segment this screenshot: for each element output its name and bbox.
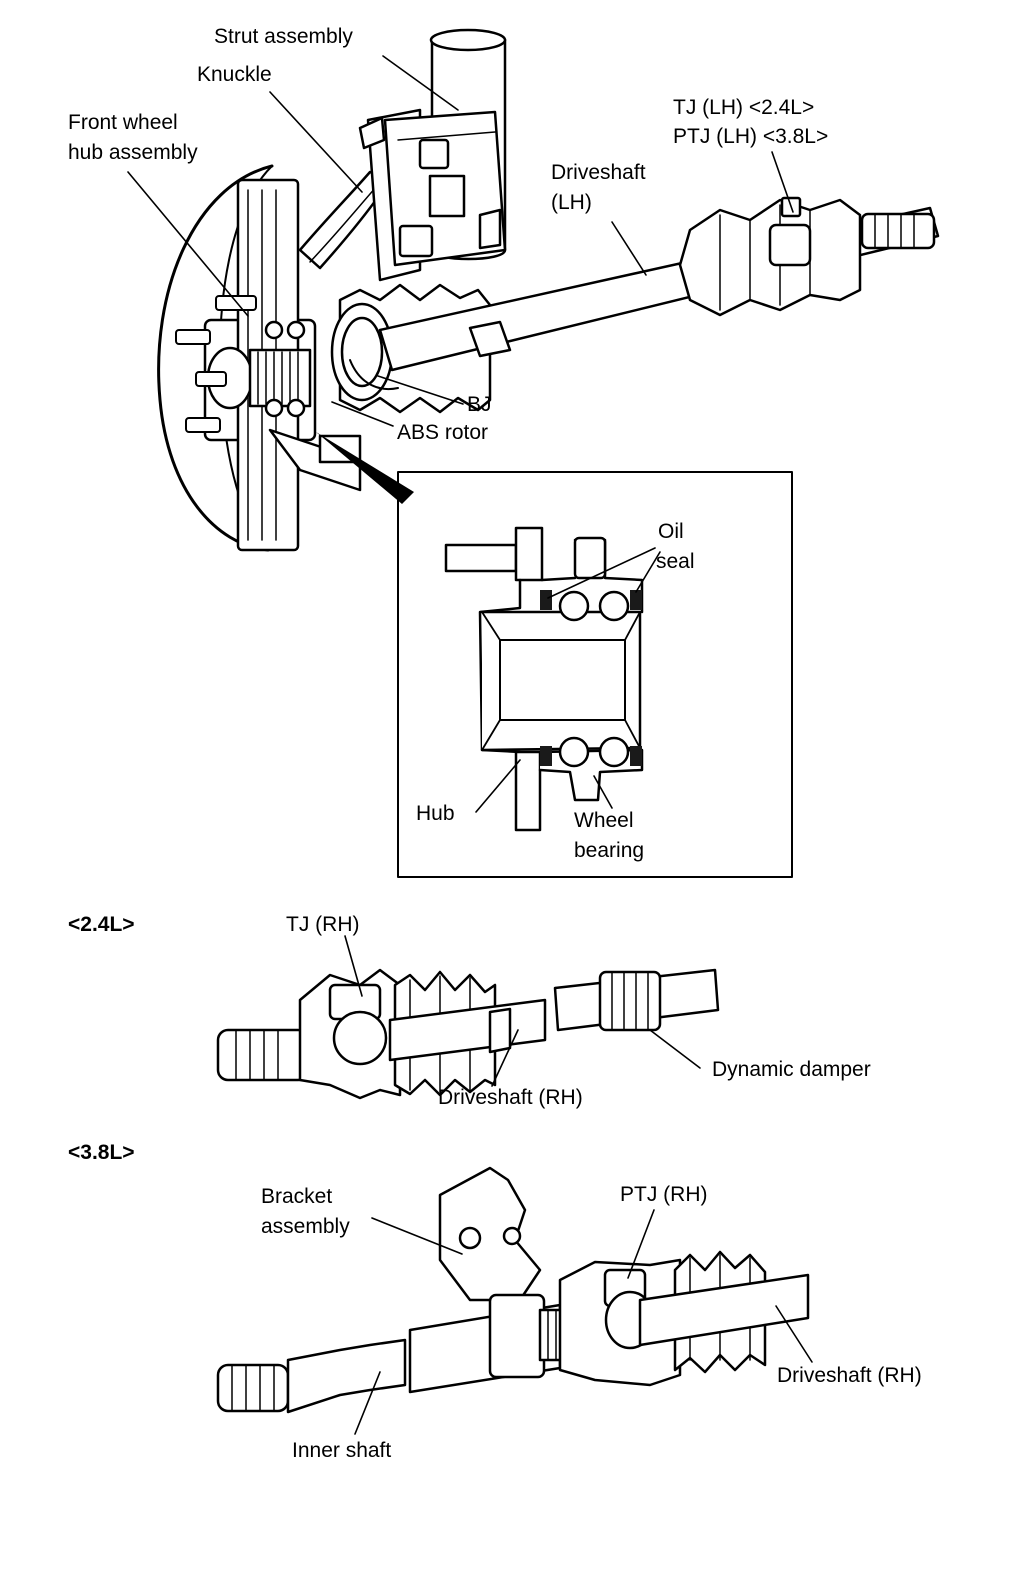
label-driveshaft-lh-line2: (LH) xyxy=(551,191,592,214)
label-tj-rh: TJ (RH) xyxy=(286,913,360,936)
rh-24-leader-lines xyxy=(344,935,701,1087)
label-front-wheel-hub-line2: hub assembly xyxy=(68,141,198,164)
section-heading-2-4l: <2.4L> xyxy=(68,913,135,936)
strut-assembly-drawing xyxy=(358,28,507,267)
label-oil-seal-line1: Oil xyxy=(658,520,684,543)
label-tj-lh: TJ (LH) <2.4L> xyxy=(673,96,815,119)
label-front-wheel-hub-line1: Front wheel xyxy=(68,111,178,134)
top-leader-lines xyxy=(127,55,794,427)
section-heading-3-8l: <3.8L> xyxy=(68,1141,135,1164)
label-dynamic-damper: Dynamic damper xyxy=(712,1058,871,1081)
driveshaft-rh-38-drawing xyxy=(216,1166,810,1414)
label-bracket-assembly-line2: assembly xyxy=(261,1215,350,1238)
label-driveshaft-rh-3-8l: Driveshaft (RH) xyxy=(777,1364,922,1387)
label-inner-shaft: Inner shaft xyxy=(292,1439,392,1462)
label-abs-rotor: ABS rotor xyxy=(397,421,489,444)
label-strut-assembly: Strut assembly xyxy=(214,25,353,48)
label-ptj-lh: PTJ (LH) <3.8L> xyxy=(673,125,829,148)
label-wheel-bearing-line1: Wheel xyxy=(574,809,634,832)
hub-bearing-section-drawing xyxy=(444,526,644,832)
label-oil-seal-line2: seal xyxy=(656,550,695,573)
detail-callout-pointer xyxy=(316,432,414,504)
label-ptj-rh: PTJ (RH) xyxy=(620,1183,708,1206)
label-hub: Hub xyxy=(416,802,455,825)
driveshaft-lh-drawing xyxy=(378,196,940,372)
label-knuckle: Knuckle xyxy=(197,63,272,86)
label-driveshaft-rh-2-4l: Driveshaft (RH) xyxy=(438,1086,583,1109)
front-wheel-hub-assembly-drawing xyxy=(157,164,362,552)
rh-38-leader-lines xyxy=(354,1209,813,1435)
driveshaft-rh-24-drawing xyxy=(216,968,720,1100)
detail-view-box xyxy=(397,471,793,878)
label-bracket-assembly-line1: Bracket xyxy=(261,1185,333,1208)
label-wheel-bearing-line2: bearing xyxy=(574,839,645,862)
detail-leader-lines xyxy=(475,547,661,813)
label-bj: BJ xyxy=(467,393,492,416)
label-driveshaft-lh-line1: Driveshaft xyxy=(551,161,646,184)
